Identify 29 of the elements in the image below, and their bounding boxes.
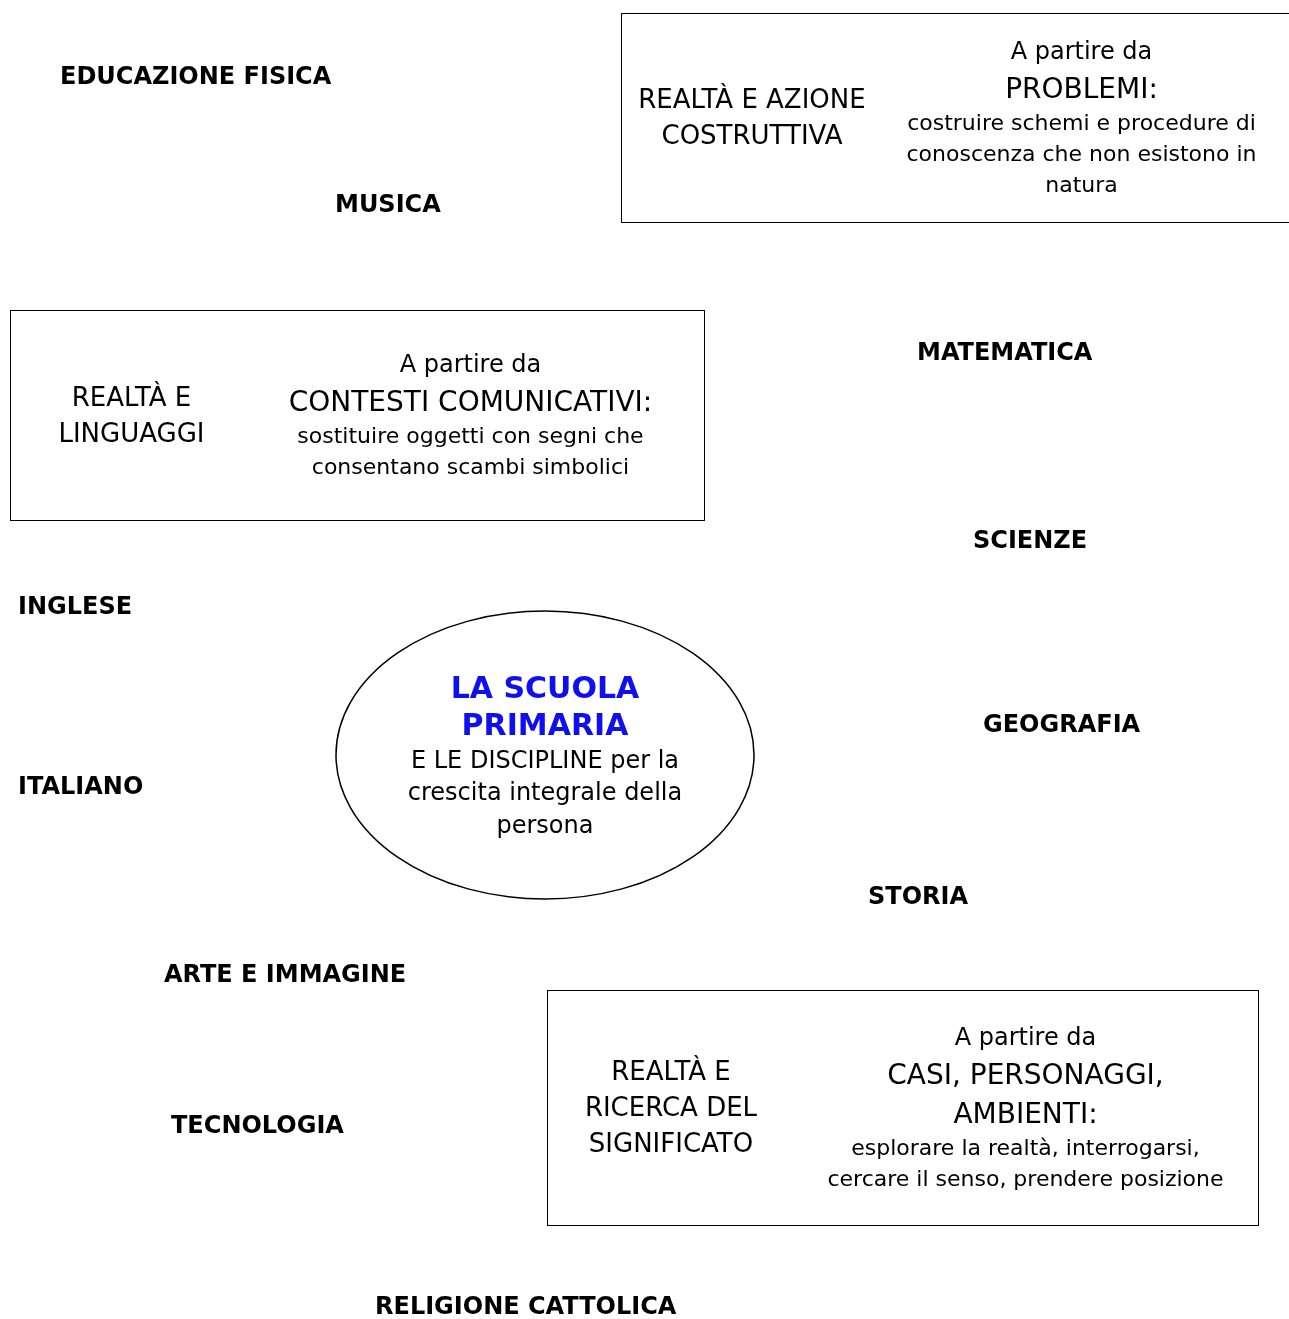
text-box	[10, 310, 705, 521]
subject-label: ITALIANO	[18, 772, 144, 800]
text-box	[621, 13, 1289, 223]
subject-label: MUSICA	[335, 190, 441, 218]
box-heading: REALTÀ E LINGUAGGI	[57, 380, 206, 450]
key-text: CONTESTI COMUNICATIVI:	[288, 383, 653, 420]
subject-label: STORIA	[868, 882, 969, 910]
subject-label: MATEMATICA	[917, 338, 1093, 366]
subject-label: TECNOLOGIA	[171, 1111, 344, 1139]
intro-text: A partire da	[954, 1022, 1097, 1054]
description-text: sostituire oggetti con segni che consentano scambi simbolici	[296, 422, 645, 481]
intro-text: A partire da	[399, 349, 542, 381]
subject-label: EDUCAZIONE FISICA	[60, 62, 332, 90]
description-text: esplorare la realtà, interrogarsi, cercare il senso, prendere posizione	[826, 1134, 1225, 1193]
title-text: LA SCUOLA PRIMARIA	[449, 668, 641, 744]
subject-label: ARTE E IMMAGINE	[164, 960, 407, 988]
intro-text: A partire da	[1010, 36, 1153, 68]
text-box	[547, 990, 1259, 1226]
key-text: CASI, PERSONAGGI, AMBIENTI:	[886, 1056, 1165, 1132]
box-heading: REALTÀ E AZIONE COSTRUTTIVA	[637, 82, 867, 152]
box-heading: REALTÀ E RICERCA DEL SIGNIFICATO	[583, 1054, 759, 1160]
key-text: PROBLEMI:	[1005, 71, 1158, 107]
ellipse-shape	[335, 610, 755, 900]
description-text: costruire schemi e procedure di conoscenza che non esistono in natura	[905, 109, 1258, 199]
subject-label: RELIGIONE CATTOLICA	[375, 1292, 677, 1319]
subtitle-text: E LE DISCIPLINE per la crescita integrale della persona	[406, 744, 684, 841]
subject-label: SCIENZE	[973, 526, 1088, 554]
subject-label: GEOGRAFIA	[983, 710, 1141, 738]
subject-label: INGLESE	[18, 592, 133, 620]
